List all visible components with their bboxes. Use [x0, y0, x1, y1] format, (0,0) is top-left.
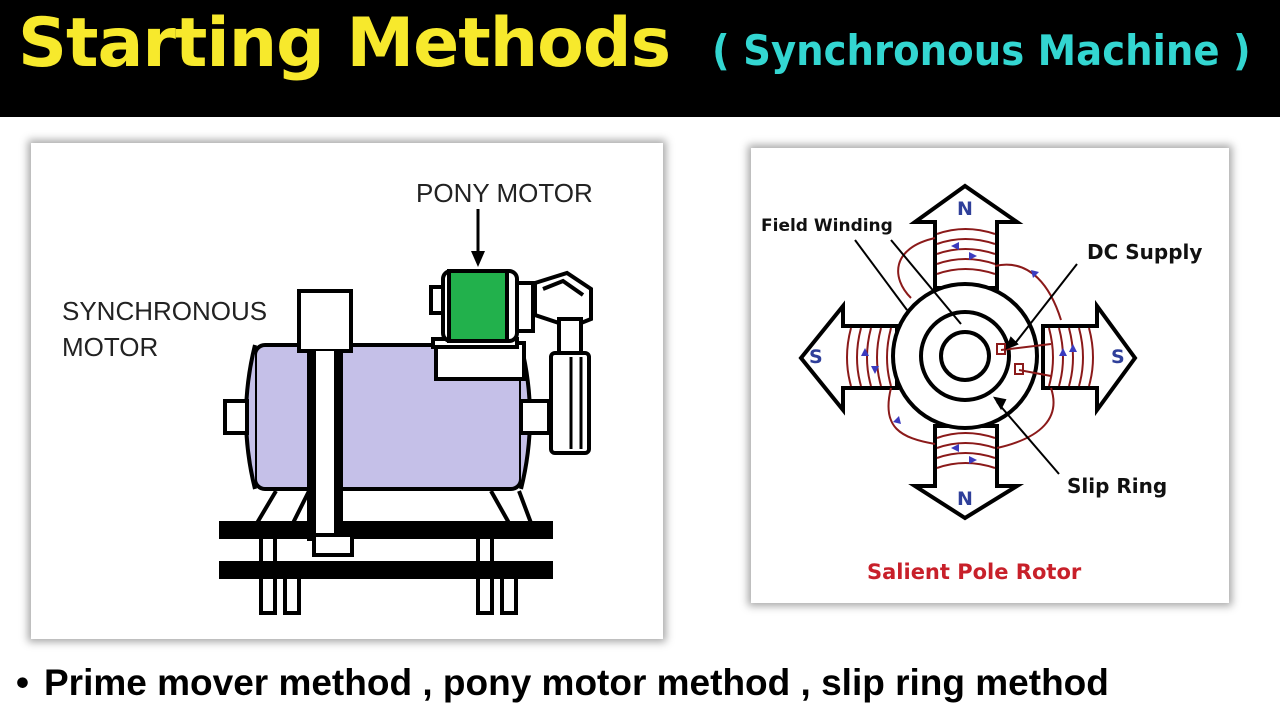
left-shaft	[223, 399, 249, 435]
flux-arrows	[861, 242, 1077, 464]
base-leg	[476, 575, 494, 615]
pony-motor-label: PONY MOTOR	[416, 178, 593, 208]
base-leg	[500, 575, 518, 615]
header-bar: Starting Methods ( Synchronous Machine )	[0, 0, 1280, 117]
methods-bullet: • Prime mover method , pony motor method …	[16, 662, 1109, 704]
pole-right-letter: S	[1111, 346, 1125, 368]
base-post	[476, 535, 494, 565]
right-shaft	[519, 399, 551, 435]
base-leg	[283, 575, 301, 615]
page-title: Starting Methods	[18, 4, 671, 83]
field-winding-label: Field Winding	[761, 216, 893, 236]
pony-motor-endcap	[515, 281, 535, 333]
pole-bottom	[908, 424, 1025, 521]
pony-motor-diagram-panel: PONY MOTOR SYNCHRONOUS MOTOR	[31, 143, 663, 639]
base-post	[259, 535, 277, 565]
synchronous-motor-label-line2: MOTOR	[62, 332, 159, 362]
pony-motor-green	[447, 269, 509, 343]
field-windings	[846, 228, 1094, 469]
slip-ring-label: Slip Ring	[1067, 474, 1168, 498]
pole-top-letter: N	[957, 198, 973, 220]
exciter-box	[297, 289, 353, 353]
pony-motor-diagram	[219, 209, 593, 615]
salient-pole-rotor-diagram	[798, 183, 1138, 521]
base-rail-bottom	[219, 561, 553, 579]
rotor-shaft	[939, 330, 991, 382]
exciter-foot	[312, 533, 354, 557]
rotor-caption: Salient Pole Rotor	[867, 560, 1082, 584]
methods-text: Prime mover method , pony motor method ,…	[44, 662, 1109, 703]
page-subtitle: ( Synchronous Machine )	[712, 26, 1251, 75]
base-leg	[259, 575, 277, 615]
bullet-marker: •	[16, 662, 29, 703]
synchronous-motor-label-line1: SYNCHRONOUS	[62, 296, 268, 326]
pole-left	[798, 300, 899, 416]
dc-supply-label: DC Supply	[1087, 240, 1203, 264]
pole-bottom-letter: N	[957, 488, 973, 510]
pole-left-letter: S	[809, 346, 823, 368]
base-rail-top	[219, 521, 553, 539]
salient-pole-rotor-panel: Field Winding DC Supply Slip Ring N N S …	[751, 148, 1229, 603]
